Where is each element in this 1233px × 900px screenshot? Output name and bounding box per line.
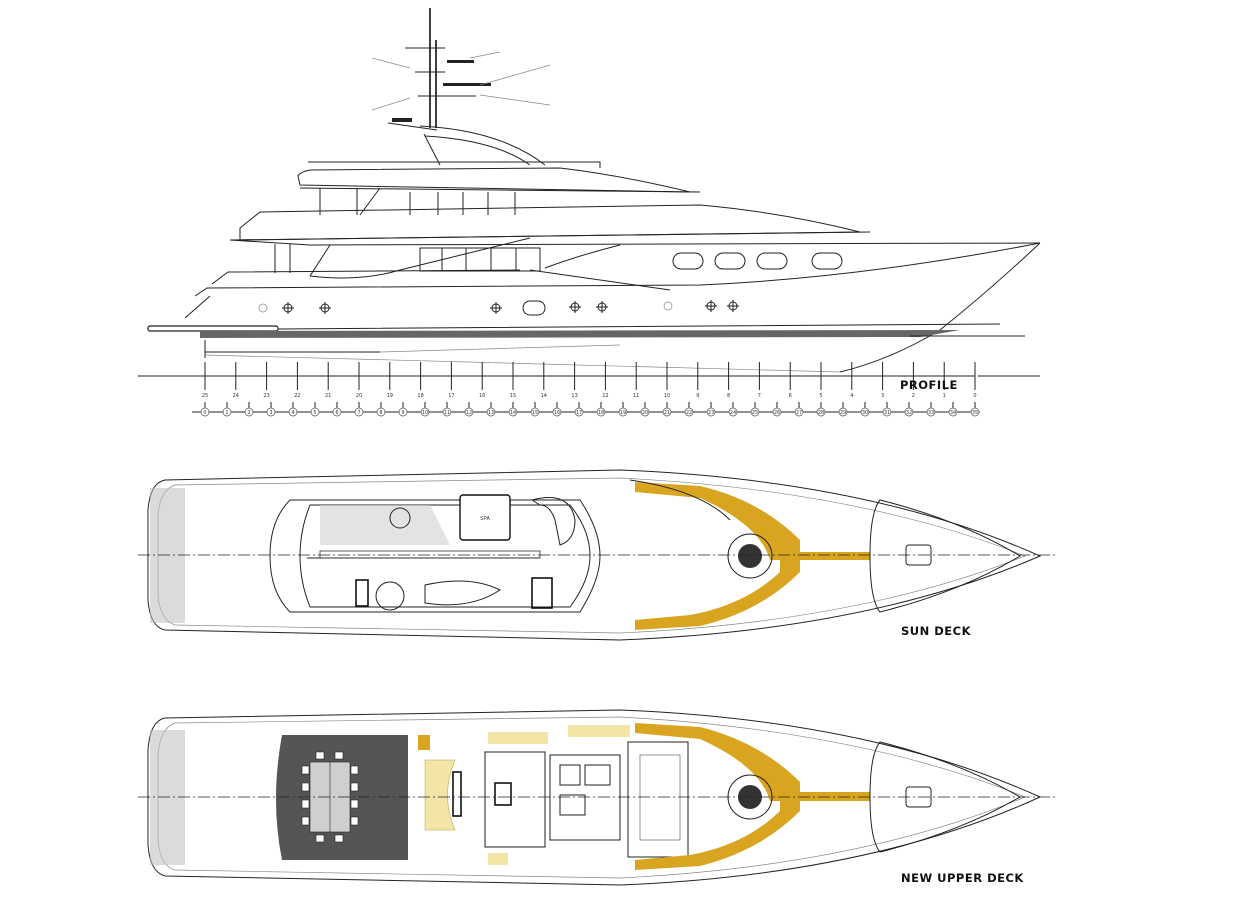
svg-text:22: 22	[294, 393, 300, 399]
svg-text:23: 23	[708, 410, 714, 416]
svg-text:24: 24	[730, 410, 736, 416]
svg-text:11: 11	[444, 410, 450, 416]
upper-deck-label: NEW UPPER DECK	[901, 871, 1024, 885]
svg-text:11: 11	[633, 393, 639, 399]
swim-platform-grating	[150, 730, 185, 865]
svg-text:32: 32	[906, 410, 912, 416]
svg-text:12: 12	[602, 393, 608, 399]
svg-text:8: 8	[379, 410, 382, 416]
svg-text:4: 4	[291, 410, 294, 416]
svg-text:2: 2	[912, 393, 915, 399]
svg-text:6: 6	[789, 393, 792, 399]
superstructure	[211, 161, 1041, 291]
svg-text:31: 31	[884, 410, 890, 416]
svg-text:22: 22	[686, 410, 692, 416]
svg-text:10: 10	[664, 393, 670, 399]
main-deck-oval-windows	[672, 252, 843, 270]
svg-text:20: 20	[356, 393, 362, 399]
svg-text:16: 16	[554, 410, 560, 416]
swim-platform-grating	[150, 488, 185, 623]
svg-text:4: 4	[850, 393, 853, 399]
svg-text:27: 27	[796, 410, 802, 416]
svg-text:8: 8	[727, 393, 730, 399]
svg-text:26: 26	[774, 410, 780, 416]
svg-text:25: 25	[202, 393, 208, 399]
svg-text:6: 6	[335, 410, 338, 416]
svg-text:0: 0	[203, 410, 206, 416]
svg-text:0: 0	[973, 393, 976, 399]
svg-text:21: 21	[325, 393, 331, 399]
sun-deck-label: SUN DECK	[901, 624, 972, 638]
svg-text:24: 24	[233, 393, 239, 399]
svg-text:7: 7	[758, 393, 761, 399]
dining-chairs	[301, 751, 359, 843]
svg-text:25: 25	[752, 410, 758, 416]
svg-text:23: 23	[263, 393, 269, 399]
svg-text:13: 13	[488, 410, 494, 416]
svg-text:7: 7	[357, 410, 360, 416]
svg-text:17: 17	[448, 393, 454, 399]
sun-deck-plan: SPA	[138, 469, 1058, 641]
bridge-windows	[409, 192, 516, 215]
svg-text:12: 12	[466, 410, 472, 416]
upper-deck-windows	[419, 247, 541, 272]
svg-text:18: 18	[598, 410, 604, 416]
svg-text:35: 35	[972, 410, 978, 416]
profile-label: PROFILE	[900, 378, 958, 392]
upper-deck-plan	[138, 709, 1058, 886]
profile-view: 2524232221201918171615141312111098765432…	[138, 8, 1041, 417]
svg-text:13: 13	[571, 393, 577, 399]
svg-text:34: 34	[950, 410, 956, 416]
portholes	[258, 300, 739, 316]
svg-text:9: 9	[696, 393, 699, 399]
svg-text:30: 30	[862, 410, 868, 416]
upper-deck-forward-hatch	[738, 785, 762, 809]
svg-text:33: 33	[928, 410, 934, 416]
svg-text:10: 10	[422, 410, 428, 416]
svg-text:1: 1	[943, 393, 946, 399]
spa-pool	[459, 494, 511, 541]
svg-text:3: 3	[269, 410, 272, 416]
svg-text:15: 15	[510, 393, 516, 399]
svg-text:28: 28	[818, 410, 824, 416]
svg-text:5: 5	[313, 410, 316, 416]
svg-text:2: 2	[247, 410, 250, 416]
svg-text:18: 18	[417, 393, 423, 399]
svg-text:14: 14	[510, 410, 516, 416]
svg-text:14: 14	[541, 393, 547, 399]
svg-text:15: 15	[532, 410, 538, 416]
svg-text:16: 16	[479, 393, 485, 399]
tender	[424, 580, 501, 606]
upper-deck-teak-forward	[635, 723, 870, 870]
svg-text:SPA: SPA	[480, 516, 490, 522]
svg-text:9: 9	[401, 410, 404, 416]
sun-deck-forward-hatch	[738, 544, 762, 568]
spiral-stair	[375, 581, 405, 611]
svg-text:17: 17	[576, 410, 582, 416]
svg-text:29: 29	[840, 410, 846, 416]
radar-mast	[371, 8, 551, 166]
svg-text:21: 21	[664, 410, 670, 416]
svg-text:19: 19	[620, 410, 626, 416]
svg-text:19: 19	[387, 393, 393, 399]
sun-deck-teak-forward	[635, 482, 870, 630]
svg-text:3: 3	[881, 393, 884, 399]
hull	[147, 242, 1041, 373]
svg-text:20: 20	[642, 410, 648, 416]
svg-text:5: 5	[819, 393, 822, 399]
svg-text:1: 1	[225, 410, 228, 416]
